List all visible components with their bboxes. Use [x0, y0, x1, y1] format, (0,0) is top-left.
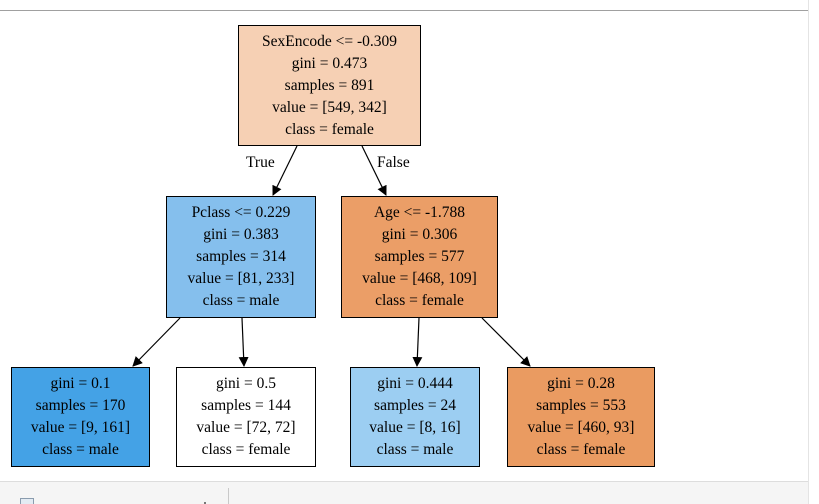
node-line: gini = 0.473 — [291, 54, 368, 72]
edge-right-to-rl — [412, 317, 423, 367]
tree-leaf-1: gini = 0.1 samples = 170 value = [9, 161] c… — [11, 367, 150, 467]
tree-leaf-3: gini = 0.444 samples = 24 value = [8, 16] c… — [350, 367, 480, 467]
node-line: value = [460, 93] — [527, 419, 635, 436]
node-line: samples = 170 — [35, 397, 126, 414]
node-line: SexEncode <= -0.309 — [262, 32, 397, 50]
node-line: Age <= -1.788 — [373, 204, 466, 221]
tree-leaf-4: gini = 0.28 samples = 553 value = [460, 93… — [507, 367, 655, 467]
node-line: value = [81, 233] — [187, 270, 295, 287]
top-divider — [0, 10, 808, 11]
edge-left-to-ll — [132, 317, 181, 367]
node-line: class = male — [42, 441, 119, 458]
node-line: value = [72, 72] — [196, 419, 296, 436]
node-line: samples = 553 — [536, 397, 626, 414]
node-line: class = female — [375, 292, 464, 309]
node-line: value = [549, 342] — [272, 98, 387, 116]
node-line: samples = 577 — [374, 248, 465, 265]
node-line: Pclass <= 0.229 — [191, 204, 291, 221]
node-line: class = female — [201, 441, 291, 458]
node-line: class = male — [202, 292, 280, 309]
edge-root-to-left — [272, 145, 298, 196]
edge-left-to-lr — [238, 317, 249, 367]
node-line: class = female — [285, 120, 374, 138]
node-line: samples = 891 — [284, 76, 375, 94]
tree-leaf-2: gini = 0.5 samples = 144 value = [72, 72] c… — [176, 367, 316, 467]
status-divider — [228, 488, 229, 504]
node-line: value = [468, 109] — [362, 270, 477, 287]
edge-label-false: False — [377, 154, 410, 171]
edge-root-to-right — [361, 145, 387, 196]
node-line: samples = 24 — [374, 397, 456, 414]
node-line: samples = 314 — [196, 248, 286, 265]
edge-label-true: True — [246, 154, 275, 171]
node-line: class = male — [376, 441, 454, 458]
status-marker — [204, 502, 206, 504]
node-line: gini = 0.444 — [377, 375, 453, 392]
scrollbar-track[interactable] — [808, 0, 819, 504]
tree-node-age: Age <= -1.788 gini = 0.306 samples = 577 va… — [341, 196, 498, 318]
node-line: class = female — [536, 441, 626, 458]
node-line: gini = 0.383 — [203, 226, 279, 243]
node-line: gini = 0.1 — [50, 375, 111, 392]
status-bar — [0, 481, 808, 504]
edge-right-to-rr — [481, 317, 531, 367]
tree-node-root: SexEncode <= -0.309 gini = 0.473 samples =… — [238, 25, 421, 146]
document-icon — [20, 498, 34, 504]
node-line: samples = 144 — [201, 397, 291, 414]
node-line: gini = 0.306 — [381, 226, 458, 243]
tree-node-pclass: Pclass <= 0.229 gini = 0.383 samples = 314… — [166, 196, 316, 318]
node-line: value = [8, 16] — [369, 419, 461, 436]
node-line: gini = 0.28 — [547, 375, 615, 392]
node-line: gini = 0.5 — [216, 375, 276, 392]
node-line: value = [9, 161] — [30, 419, 131, 436]
